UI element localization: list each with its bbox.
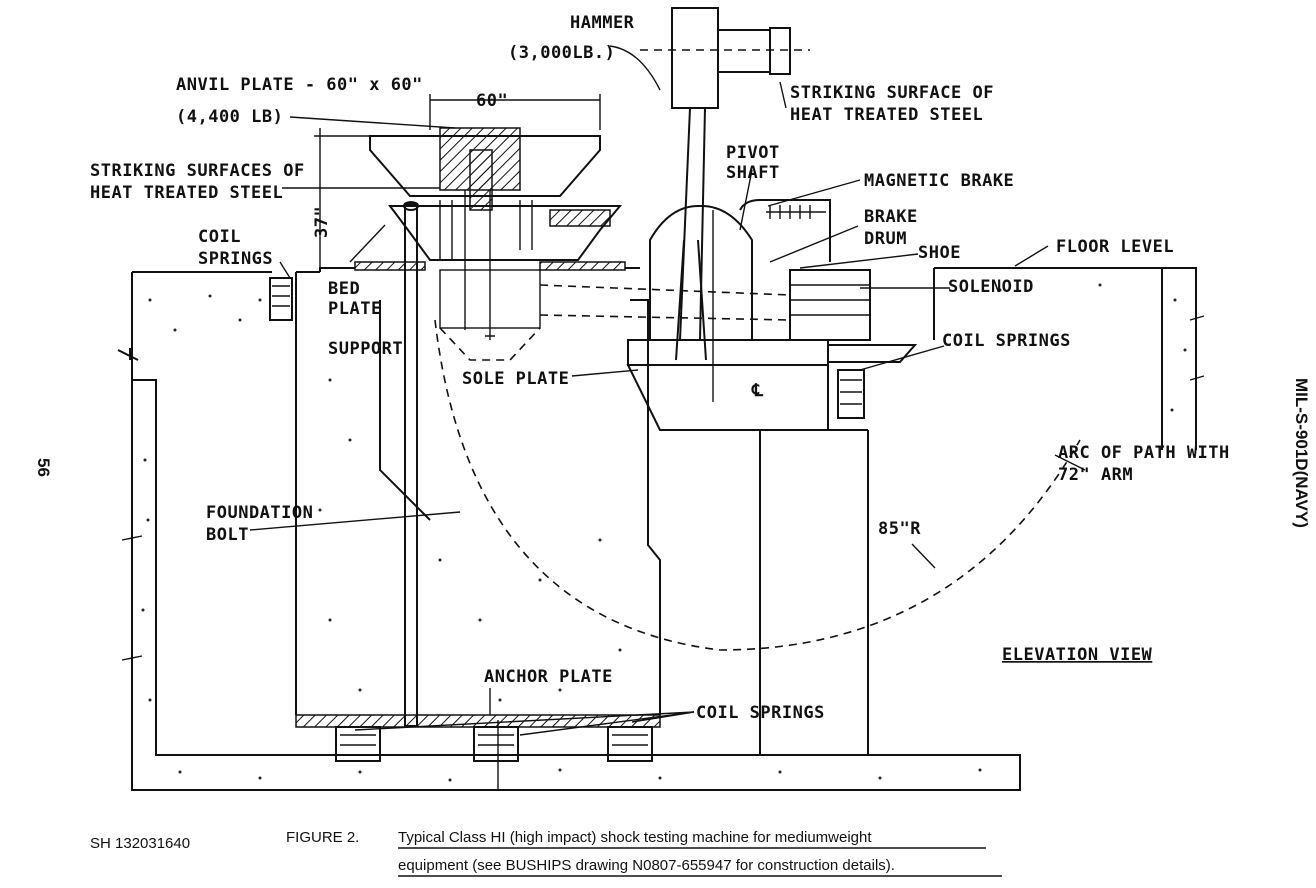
label-sole-plate: SOLE PLATE xyxy=(462,369,569,389)
page-number: 56 xyxy=(34,458,53,477)
hammer-arc-path xyxy=(434,319,1081,651)
side-coil-spring xyxy=(269,277,293,321)
label-hammer-weight: (3,000LB.) xyxy=(508,43,615,63)
label-pivot: PIVOT xyxy=(726,143,780,163)
label-foundation: FOUNDATION xyxy=(206,503,313,523)
diagram-labels: HAMMER (3,000LB.) STRIKING SURFACE OF HE… xyxy=(90,13,1230,723)
concrete-stipple xyxy=(141,283,1187,782)
pivot-and-brake xyxy=(539,199,918,431)
label-anchor-plate: ANCHOR PLATE xyxy=(484,667,613,687)
label-shaft: SHAFT xyxy=(726,163,780,183)
label-coil-springs-bottom: COIL SPRINGS xyxy=(696,703,825,723)
label-anvil-plate: ANVIL PLATE - 60" x 60" xyxy=(176,75,423,95)
label-radius-85: 85"R xyxy=(878,519,921,539)
label-hammer: HAMMER xyxy=(570,13,635,33)
label-drum: DRUM xyxy=(864,229,907,249)
label-arc-path-2: 72" ARM xyxy=(1058,465,1133,485)
label-floor-level: FLOOR LEVEL xyxy=(1056,237,1174,257)
label-dim-60: 60" xyxy=(476,91,508,111)
label-arc-path-1: ARC OF PATH WITH xyxy=(1058,443,1230,463)
label-striking-surfaces-1: STRIKING SURFACES OF xyxy=(90,161,305,181)
label-coil: COIL xyxy=(198,227,241,247)
label-support: SUPPORT xyxy=(328,339,403,359)
label-dim-37: 37" xyxy=(312,206,332,238)
label-shoe: SHOE xyxy=(918,243,961,263)
bottom-spring-2 xyxy=(473,726,519,762)
bottom-spring-3 xyxy=(607,726,653,762)
caption-line-2: equipment (see BUSHIPS drawing N0807-655… xyxy=(398,857,895,874)
caption-line-1: Typical Class HI (high impact) shock tes… xyxy=(398,829,872,846)
base-block xyxy=(295,714,661,790)
label-coil-springs-right: COIL SPRINGS xyxy=(942,331,1071,351)
label-solenoid: SOLENOID xyxy=(948,277,1034,297)
label-striking-surface-1: STRIKING SURFACE OF xyxy=(790,83,994,103)
figure-label: FIGURE 2. xyxy=(286,829,359,846)
hammer-assembly xyxy=(640,7,810,361)
anvil-assembly xyxy=(319,127,640,361)
label-bolt: BOLT xyxy=(206,525,249,545)
label-springs: SPRINGS xyxy=(198,249,273,269)
sheet-id: SH 132031640 xyxy=(90,835,190,852)
label-striking-surfaces-2: HEAT TREATED STEEL xyxy=(90,183,283,203)
label-centerline: ℄ xyxy=(751,381,764,401)
label-elevation-view: ELEVATION VIEW xyxy=(1002,645,1153,665)
figure-caption: SH 132031640 FIGURE 2. Typical Class HI … xyxy=(90,829,1002,877)
label-magnetic-brake: MAGNETIC BRAKE xyxy=(864,171,1014,191)
label-plate: PLATE xyxy=(328,299,382,319)
label-anvil-weight: (4,400 LB) xyxy=(176,107,283,127)
label-brake: BRAKE xyxy=(864,207,918,227)
spec-number: MIL-S-901D(NAVY) xyxy=(1292,378,1311,528)
leader-lines xyxy=(249,45,1086,736)
label-bed: BED xyxy=(328,279,360,299)
label-striking-surface-2: HEAT TREATED STEEL xyxy=(790,105,983,125)
foundation-bolt xyxy=(403,201,419,727)
bottom-spring-1 xyxy=(335,726,381,762)
right-coil-springs xyxy=(837,369,865,419)
